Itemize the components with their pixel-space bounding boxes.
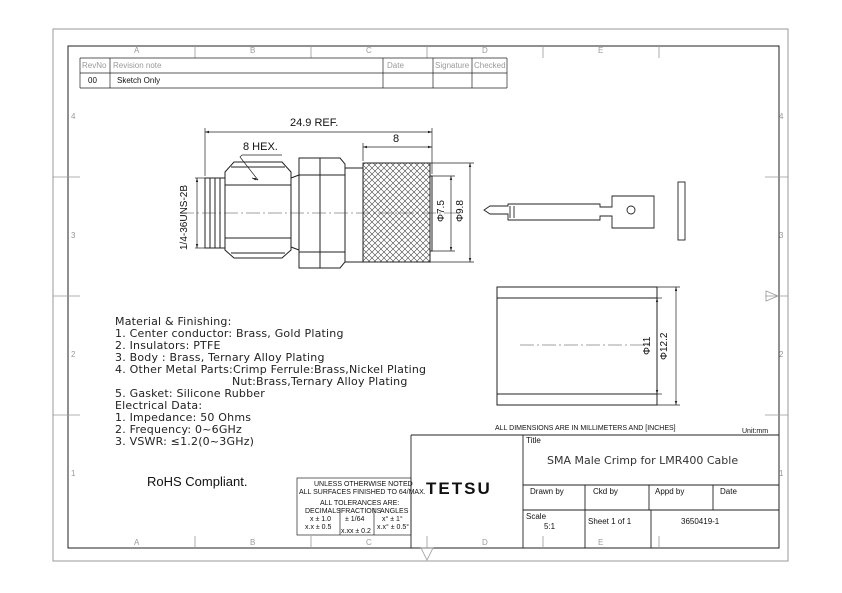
title-label: Title — [526, 436, 541, 445]
company-logo: TETSU — [426, 479, 492, 498]
rev-header-note: Revision note — [113, 61, 162, 70]
zone-row-1-right: 1 — [779, 469, 784, 478]
dim-ferrule-inner: Φ11 — [642, 336, 653, 355]
zone-col-c-top: C — [366, 46, 372, 55]
material-item-4b: Nut:Brass,Ternary Alloy Plating — [232, 375, 408, 388]
connector-view — [204, 157, 433, 269]
zone-col-a-top: A — [134, 46, 140, 55]
material-title: Material & Finishing: — [115, 315, 232, 328]
rev-row-revno: 00 — [88, 76, 97, 85]
tol-col-fractions: FRACTIONS — [341, 508, 382, 515]
zone-col-a-bottom: A — [134, 538, 140, 547]
zone-row-4-left: 4 — [71, 112, 76, 121]
drawn-by-label: Drawn by — [530, 487, 564, 496]
tol-ang-1: x° ± 1° — [382, 516, 403, 523]
zone-col-b-top: B — [250, 46, 256, 55]
tol-frac-1: ± 1/64 — [345, 516, 365, 523]
drawing-title: SMA Male Crimp for LMR400 Cable — [547, 454, 739, 467]
rev-header-revno: RevNo — [82, 61, 107, 70]
tol-ang-2: x.x° ± 0.5° — [377, 524, 410, 531]
material-item-5: 5. Gasket: Silicone Rubber — [115, 387, 265, 400]
outer-frame — [52, 28, 789, 562]
dim-diameter-outer: Φ9.8 — [455, 200, 466, 222]
crimp-ferrule — [496, 286, 658, 406]
dimension-lines — [195, 128, 474, 263]
sheet-number: Sheet 1 of 1 — [588, 517, 632, 526]
revision-table-lines — [79, 57, 508, 89]
rev-row-note: Sketch Only — [117, 76, 161, 85]
zone-col-b-bottom: B — [250, 538, 256, 547]
part-number: 3650419-1 — [681, 517, 720, 526]
tol-col-decimals: DECIMALS — [305, 508, 341, 515]
tol-line-2: ALL SURFACES FINISHED TO 64/MAX. — [299, 489, 426, 496]
dim-ferrule-outer: Φ12.2 — [659, 332, 670, 360]
material-item-2: 2. Insulators: PTFE — [115, 339, 221, 352]
title-block-lines — [410, 434, 779, 548]
tol-line-1: UNLESS OTHERWISE NOTED — [314, 481, 413, 488]
zone-row-2-left: 2 — [71, 350, 76, 359]
scale-value: 5:1 — [544, 522, 556, 531]
material-item-1: 1. Center conductor: Brass, Gold Plating — [115, 327, 344, 340]
ckd-by-label: Ckd by — [593, 487, 618, 496]
electrical-item-3: 3. VSWR: ≤1.2(0~3GHz) — [115, 435, 255, 448]
electrical-item-1: 1. Impedance: 50 Ohms — [115, 411, 252, 424]
electrical-title: Electrical Data: — [115, 399, 203, 412]
rev-header-date: Date — [387, 61, 404, 70]
zone-col-e-bottom: E — [598, 538, 604, 547]
scale-label: Scale — [526, 512, 547, 521]
zone-row-2-right: 2 — [779, 350, 784, 359]
material-item-4: 4. Other Metal Parts:Crimp Ferrule:Brass… — [115, 363, 427, 376]
tol-line-3: ALL TOLERANCES ARE: — [320, 500, 400, 507]
zone-row-4-right: 4 — [779, 112, 784, 121]
zone-row-3-left: 3 — [71, 231, 76, 240]
dim-thread: 1/4-36UNS-2B — [179, 184, 190, 250]
rev-header-signature: Signature — [435, 61, 470, 70]
rohs-label: RoHS Compliant. — [147, 474, 248, 489]
dim-ferrule-length: 8 — [393, 133, 400, 145]
dim-hex: 8 HEX. — [243, 141, 278, 153]
zone-col-c-bottom: C — [366, 538, 372, 547]
zone-row-1-left: 1 — [71, 469, 76, 478]
tol-dec-2: x.x ± 0.5 — [305, 524, 332, 531]
zone-row-3-right: 3 — [779, 231, 784, 240]
tol-dec-1: x ± 1.0 — [310, 516, 331, 523]
rev-header-checked: Checked — [474, 61, 506, 70]
inner-frame — [67, 45, 780, 549]
appd-by-label: Appd by — [655, 487, 685, 496]
unit-label: Unit:mm — [742, 428, 769, 435]
zone-ticks — [53, 46, 788, 548]
zone-col-e-top: E — [598, 46, 604, 55]
tol-frac-2: x.xx ± 0.2 — [341, 528, 371, 535]
dim-diameter-inner: Φ7.5 — [436, 200, 447, 222]
tol-col-angles: ANGLES — [380, 508, 409, 515]
zone-col-d-bottom: D — [482, 538, 488, 547]
units-note: ALL DIMENSIONS ARE IN MILLIMETERS AND [I… — [495, 425, 676, 432]
date-label: Date — [720, 487, 737, 496]
material-item-3: 3. Body : Brass, Ternary Alloy Plating — [115, 351, 325, 364]
electrical-item-2: 2. Frequency: 0~6GHz — [115, 423, 243, 436]
center-pin — [483, 181, 686, 241]
zone-col-d-top: D — [482, 46, 488, 55]
dim-overall-length: 24.9 REF. — [290, 117, 339, 129]
